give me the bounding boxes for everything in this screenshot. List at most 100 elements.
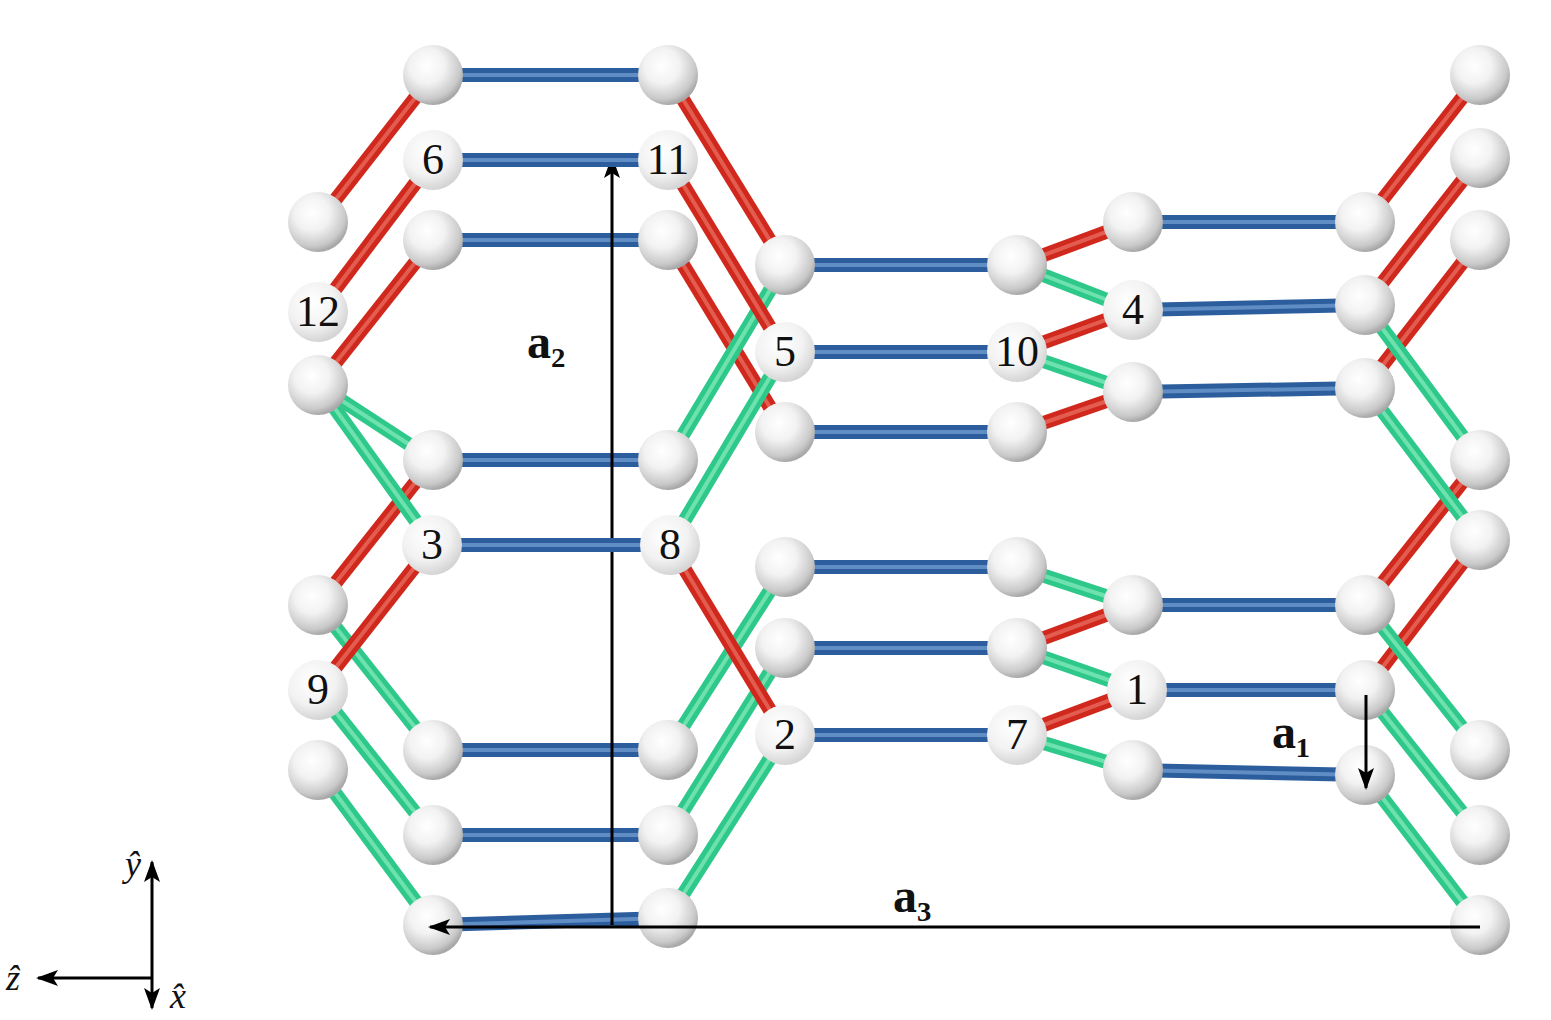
atom-site: 7 <box>987 705 1047 765</box>
vector-arrow <box>430 926 1480 929</box>
site-number: 3 <box>421 523 443 567</box>
atom-sphere <box>638 805 698 865</box>
atom-sphere <box>1335 358 1395 418</box>
atom-sphere <box>987 618 1047 678</box>
axis-label: x̂ <box>170 978 186 1014</box>
bond <box>813 352 989 353</box>
bond <box>433 835 668 836</box>
bond <box>461 160 640 161</box>
bond <box>785 648 1017 649</box>
atom-site: 5 <box>755 322 815 382</box>
site-number: 5 <box>774 330 796 374</box>
atom-sphere <box>638 720 698 780</box>
bond <box>433 75 668 76</box>
axis-arrow <box>151 978 154 1008</box>
axis-label: ŷ <box>125 846 141 882</box>
atom-sphere <box>1450 895 1510 955</box>
atom-site: 3 <box>402 515 462 575</box>
atom-sphere <box>403 895 463 955</box>
bond <box>433 460 668 461</box>
atom-sphere <box>987 537 1047 597</box>
atom-site: 9 <box>288 660 348 720</box>
bond <box>684 569 770 711</box>
site-number: 12 <box>296 290 340 334</box>
bond <box>1133 388 1365 392</box>
atom-sphere <box>1335 275 1395 335</box>
axis-label: ẑ <box>6 960 20 996</box>
site-number: 1 <box>1126 668 1148 712</box>
bond <box>683 184 771 328</box>
bond <box>785 432 1017 433</box>
atom-sphere <box>638 210 698 270</box>
atom-sphere <box>403 720 463 780</box>
bond <box>433 240 668 241</box>
atom-sphere <box>1450 805 1510 865</box>
bond <box>785 265 1017 266</box>
atom-sphere <box>1103 192 1163 252</box>
atom-sphere <box>987 402 1047 462</box>
vector-arrow <box>1365 695 1368 788</box>
axis-arrow <box>151 862 154 978</box>
site-number: 11 <box>647 138 689 182</box>
atom-sphere <box>403 430 463 490</box>
bond <box>335 182 416 289</box>
bond <box>433 918 668 925</box>
bond <box>460 545 642 546</box>
atom-site: 1 <box>1107 660 1167 720</box>
site-number: 6 <box>422 138 444 182</box>
atom-sphere <box>1103 740 1163 800</box>
atom-sphere <box>755 618 815 678</box>
atom-sphere <box>755 402 815 462</box>
atom-sphere <box>638 430 698 490</box>
bond <box>1133 305 1365 310</box>
atom-site: 6 <box>403 130 463 190</box>
site-number: 4 <box>1122 288 1144 332</box>
bond <box>335 567 414 668</box>
site-number: 9 <box>307 668 329 712</box>
vector-label: a₂ <box>527 318 565 366</box>
bond <box>785 567 1017 568</box>
bond <box>1133 605 1365 606</box>
atom-sphere <box>638 45 698 105</box>
atom-site: 4 <box>1103 280 1163 340</box>
atom-sphere <box>1103 575 1163 635</box>
atom-site: 12 <box>288 282 348 342</box>
bond <box>1043 700 1111 725</box>
site-number: 2 <box>774 713 796 757</box>
bond <box>813 735 989 736</box>
atom-sphere <box>403 210 463 270</box>
site-number: 8 <box>659 523 681 567</box>
atom-sphere <box>288 740 348 800</box>
axis-arrow <box>38 977 152 980</box>
bond <box>1133 222 1365 223</box>
site-number: 7 <box>1006 713 1028 757</box>
atom-sphere <box>1103 362 1163 422</box>
atom-sphere <box>288 192 348 252</box>
bond <box>1137 690 1365 691</box>
atom-sphere <box>1450 210 1510 270</box>
atom-sphere <box>1450 720 1510 780</box>
atom-site: 10 <box>987 322 1047 382</box>
atom-sphere <box>1335 575 1395 635</box>
lattice-vectors <box>38 158 1480 1008</box>
site-number: 10 <box>995 330 1039 374</box>
atom-sphere <box>1450 430 1510 490</box>
atom-sphere <box>1335 192 1395 252</box>
atom-site: 2 <box>755 705 815 765</box>
atom-sphere <box>755 235 815 295</box>
atom-sphere <box>403 45 463 105</box>
atom-sphere <box>1450 510 1510 570</box>
atom-sphere <box>1450 128 1510 188</box>
atom-sphere <box>288 575 348 635</box>
atom-sphere <box>987 235 1047 295</box>
atom-sphere <box>638 888 698 948</box>
bond <box>433 750 668 751</box>
atom-sphere <box>403 805 463 865</box>
vector-label: a₁ <box>1272 708 1310 756</box>
bond <box>684 376 770 521</box>
atom-site: 8 <box>640 515 700 575</box>
atom-sphere <box>288 355 348 415</box>
vector-label: a₃ <box>893 872 931 920</box>
